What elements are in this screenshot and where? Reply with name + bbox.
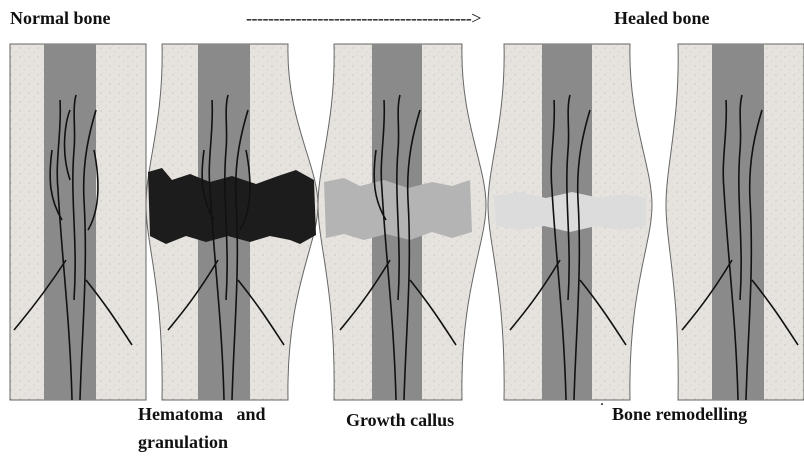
- label-normal-bone: Normal bone: [10, 8, 111, 29]
- bone-marrow: [712, 44, 764, 400]
- bone-remodelling-early: [488, 44, 652, 400]
- bone-hematoma: [146, 44, 318, 400]
- label-hematoma-line1: Hematoma and: [138, 404, 266, 425]
- stage-marker: .: [600, 392, 604, 410]
- bone-callus: [318, 44, 486, 400]
- bone-healed: [666, 44, 804, 400]
- progress-arrow: ----------------------------------------…: [246, 8, 481, 29]
- label-growth-callus: Growth callus: [346, 410, 454, 431]
- label-bone-remodelling: Bone remodelling: [612, 404, 747, 425]
- label-hematoma-line2: granulation: [138, 432, 228, 453]
- remodel-region: [494, 192, 646, 232]
- bone-normal: [10, 44, 146, 400]
- label-healed-bone: Healed bone: [614, 8, 710, 29]
